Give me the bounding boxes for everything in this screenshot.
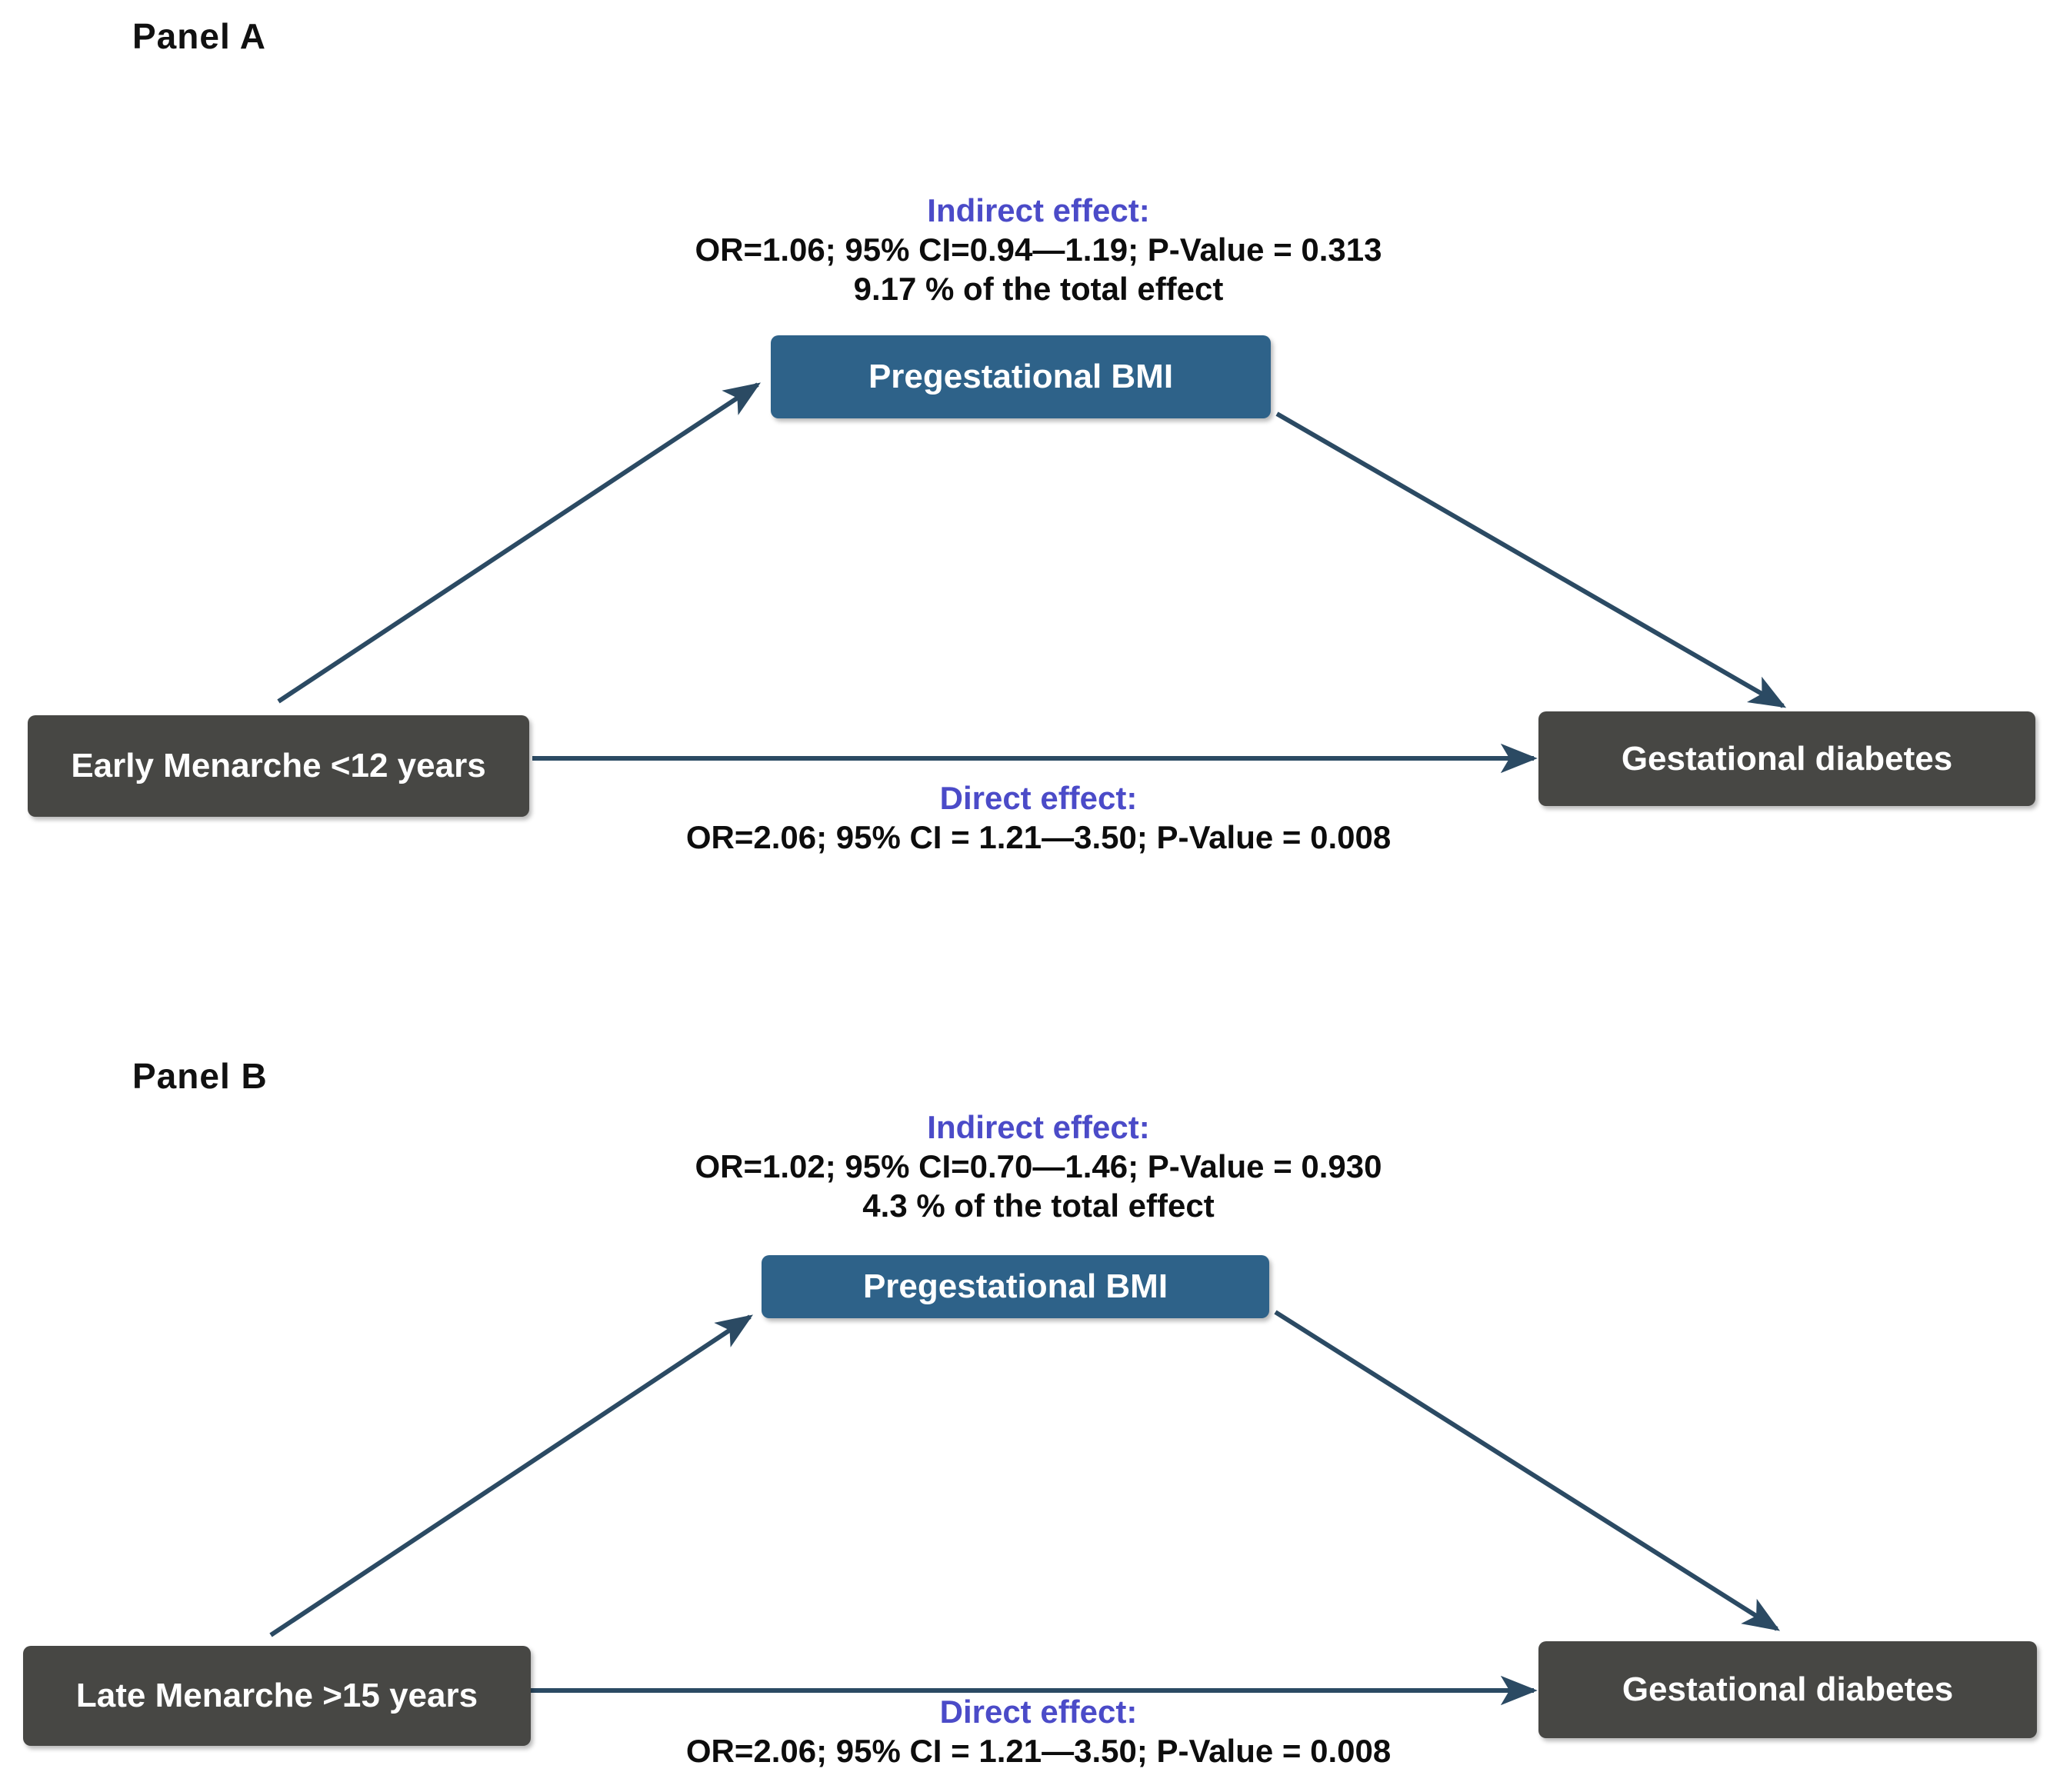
indirect-effect-title-a: Indirect effect: bbox=[927, 192, 1150, 228]
arrow-exposure-to-mediator-b bbox=[269, 1314, 753, 1637]
arrow-mediator-to-outcome-a bbox=[1275, 411, 1787, 708]
node-outcome-b[interactable]: Gestational diabetes bbox=[1538, 1641, 2037, 1738]
indirect-effect-block-b: Indirect effect: OR=1.02; 95% CI=0.70—1.… bbox=[508, 1108, 1569, 1226]
indirect-effect-title-b: Indirect effect: bbox=[927, 1109, 1150, 1145]
direct-effect-title-b: Direct effect: bbox=[939, 1694, 1138, 1730]
panel-label-a: Panel A bbox=[132, 16, 267, 56]
node-outcome-a[interactable]: Gestational diabetes bbox=[1538, 711, 2035, 806]
node-exposure-b-label: Late Menarche >15 years bbox=[75, 1677, 478, 1714]
panel-label-b: Panel B bbox=[132, 1056, 268, 1096]
node-mediator-b-label: Pregestational BMI bbox=[862, 1267, 1168, 1305]
direct-effect-title-a: Direct effect: bbox=[939, 780, 1138, 816]
node-outcome-a-label: Gestational diabetes bbox=[1621, 739, 1953, 778]
arrow-exposure-to-mediator-a bbox=[277, 382, 762, 704]
node-mediator-b[interactable]: Pregestational BMI bbox=[762, 1255, 1269, 1318]
indirect-effect-stats-b: OR=1.02; 95% CI=0.70—1.46; P-Value = 0.9… bbox=[695, 1148, 1382, 1185]
node-exposure-b[interactable]: Late Menarche >15 years bbox=[23, 1646, 531, 1746]
direct-effect-stats-b: OR=2.06; 95% CI = 1.21—3.50; P-Value = 0… bbox=[685, 1733, 1392, 1770]
indirect-effect-stats-a: OR=1.06; 95% CI=0.94—1.19; P-Value = 0.3… bbox=[695, 231, 1382, 268]
node-exposure-a-label: Early Menarche <12 years bbox=[71, 747, 486, 784]
direct-effect-stats-a: OR=2.06; 95% CI = 1.21—3.50; P-Value = 0… bbox=[685, 819, 1392, 856]
node-mediator-a[interactable]: Pregestational BMI bbox=[771, 335, 1271, 418]
indirect-effect-proportion-a: 9.17 % of the total effect bbox=[853, 271, 1224, 308]
direct-effect-block-b: Direct effect: OR=2.06; 95% CI = 1.21—3.… bbox=[508, 1692, 1569, 1770]
indirect-effect-proportion-b: 4.3 % of the total effect bbox=[862, 1187, 1215, 1224]
direct-effect-block-a: Direct effect: OR=2.06; 95% CI = 1.21—3.… bbox=[508, 778, 1569, 857]
indirect-effect-block-a: Indirect effect: OR=1.06; 95% CI=0.94—1.… bbox=[515, 191, 1562, 309]
arrow-mediator-to-outcome-b bbox=[1274, 1310, 1781, 1631]
node-outcome-b-label: Gestational diabetes bbox=[1622, 1670, 1954, 1708]
node-mediator-a-label: Pregestational BMI bbox=[868, 358, 1174, 395]
node-exposure-a[interactable]: Early Menarche <12 years bbox=[28, 715, 529, 817]
